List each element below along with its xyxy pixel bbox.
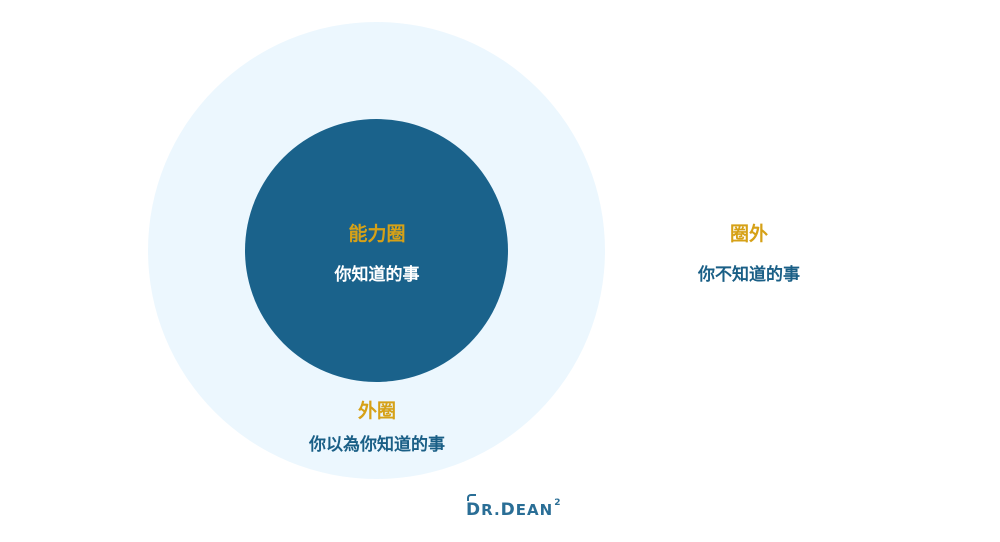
- outside-title: 圈外: [729, 223, 769, 245]
- circle-of-competence: [245, 119, 508, 382]
- dr-dean-logo: DR.DEAN2: [466, 498, 562, 520]
- logo-swirl-icon: [467, 494, 476, 501]
- outer-ring-subtitle: 你以為你知道的事: [309, 435, 445, 455]
- inner-circle-title: 能力圈: [348, 223, 406, 245]
- outside-subtitle: 你不知道的事: [698, 265, 800, 285]
- inner-circle-subtitle: 你知道的事: [334, 265, 420, 285]
- outer-ring-title: 外圈: [357, 400, 397, 422]
